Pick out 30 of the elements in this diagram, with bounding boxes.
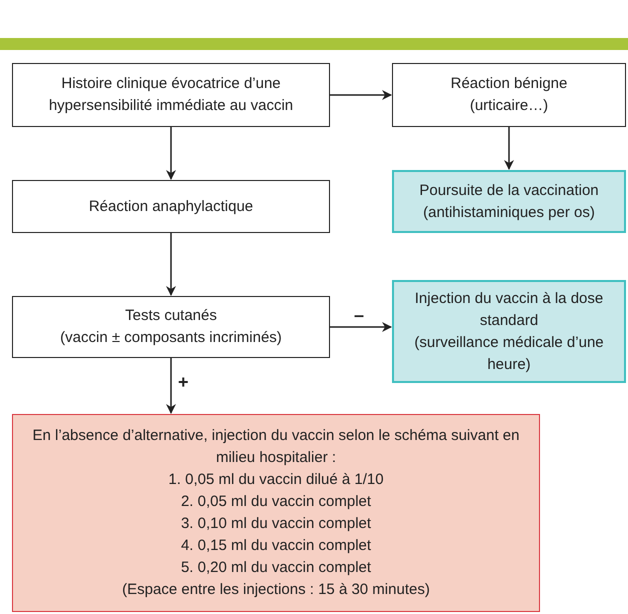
process-box — [392, 170, 626, 233]
box-text: (surveillance médicale d’une heure) — [413, 332, 605, 374]
box-text: Injection du vaccin à la dose standard — [414, 288, 604, 330]
box-text: En l’absence d’alternative, injection du vaccin selon le schéma suivant en milieu hospitalier : — [32, 426, 520, 468]
box-text: 3. 0,10 ml du vaccin complet — [180, 514, 372, 534]
process-box — [12, 63, 330, 127]
arrow — [330, 322, 392, 332]
box-text: Tests cutanés — [125, 306, 217, 326]
box-text: Réaction bénigne — [450, 74, 568, 94]
arrow — [504, 127, 514, 170]
box-text: 5. 0,20 ml du vaccin complet — [180, 558, 372, 578]
box-text: (vaccin ± composants incriminés) — [60, 328, 282, 348]
process-box — [12, 180, 330, 233]
box-text: Réaction anaphylactique — [88, 196, 254, 216]
box-text: Poursuite de la vaccination — [419, 180, 599, 200]
arrow — [166, 127, 176, 180]
box-text: Histoire clinique évocatrice d’une hypersensibilité immédiate au vaccin — [48, 74, 294, 116]
process-box — [392, 280, 626, 383]
process-box — [12, 296, 330, 358]
arrow — [166, 358, 176, 414]
process-box — [392, 63, 626, 127]
box-text: 2. 0,05 ml du vaccin complet — [180, 492, 372, 512]
box-text: (antihistaminiques per os) — [423, 202, 595, 222]
box-text: (Espace entre les injections : 15 à 30 minutes) — [122, 580, 430, 600]
box-text: 1. 0,05 ml du vaccin dilué à 1/10 — [168, 470, 384, 490]
process-box — [12, 414, 540, 612]
arrow — [166, 233, 176, 296]
box-text: 4. 0,15 ml du vaccin complet — [180, 536, 372, 556]
box-text: (urticaire…) — [470, 96, 548, 116]
arrow — [330, 90, 392, 100]
